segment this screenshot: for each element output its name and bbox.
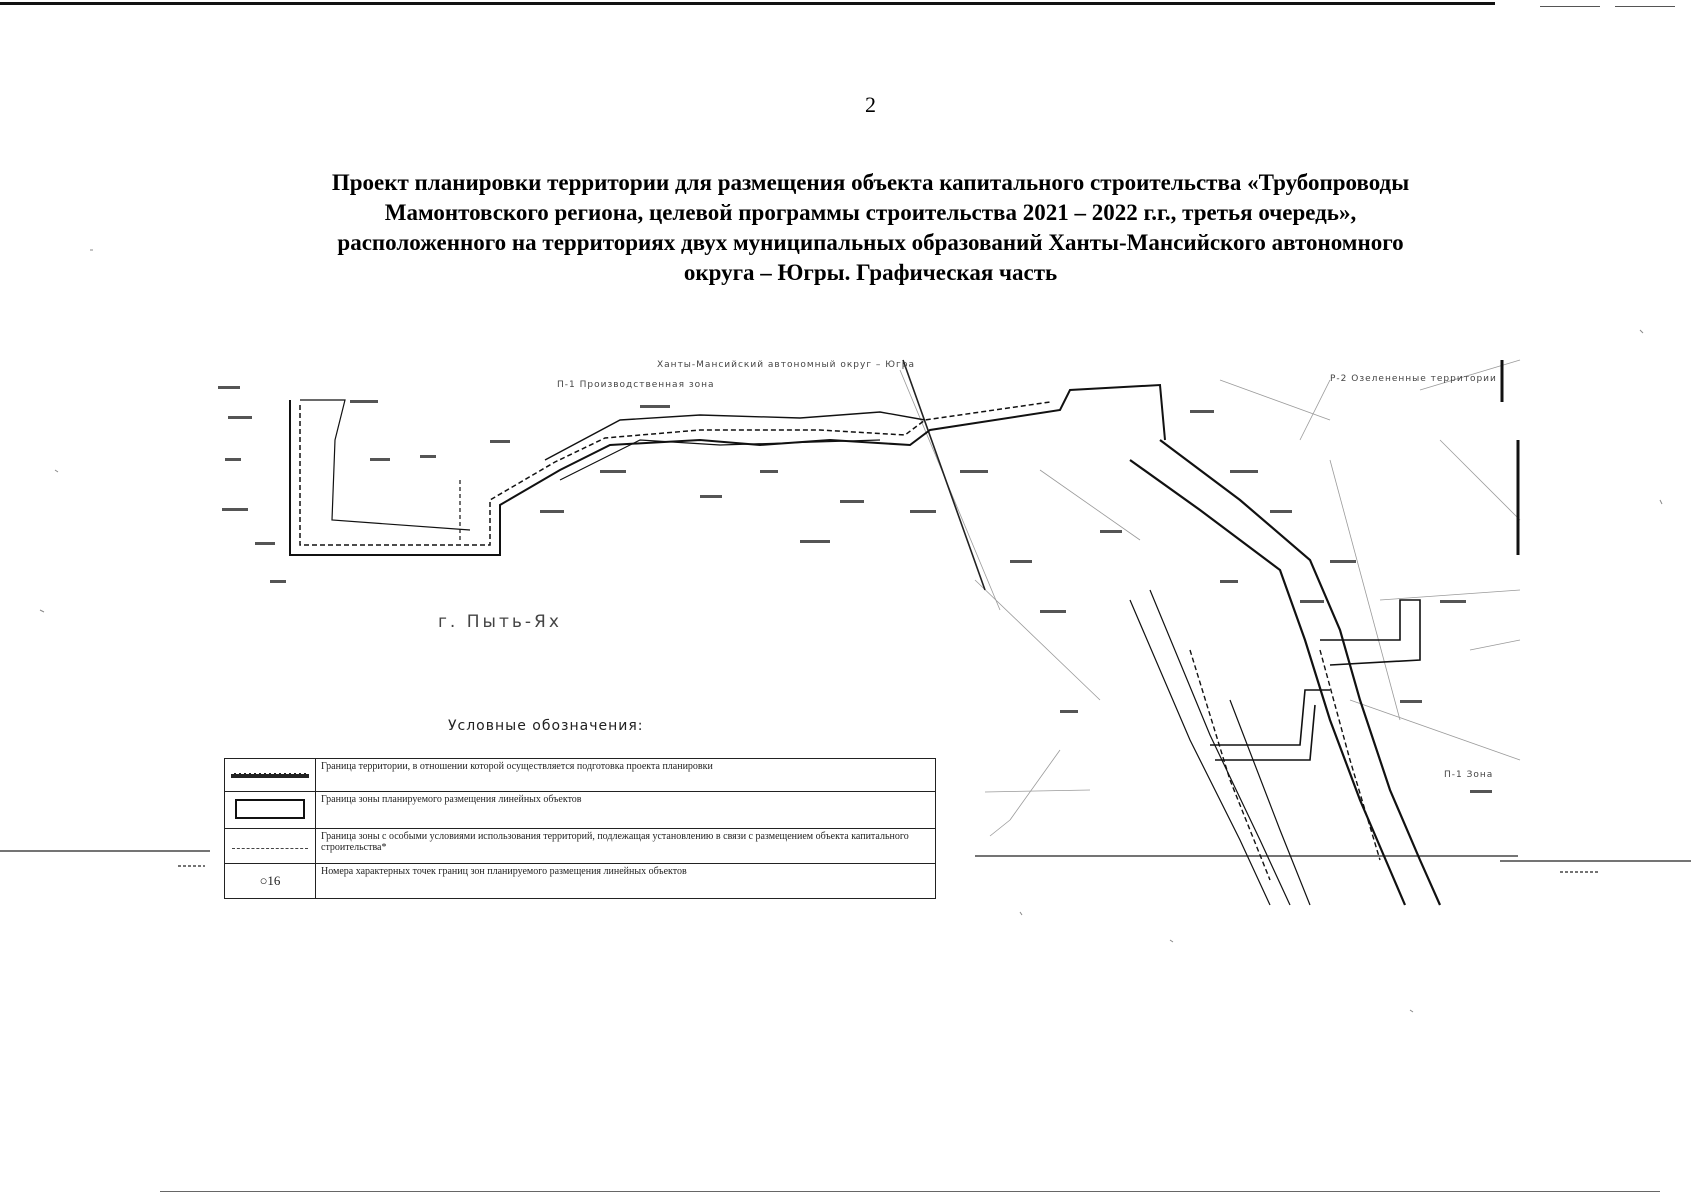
numbered-point-symbol: ○16 <box>259 873 281 888</box>
legend-title: Условные обозначения: <box>448 718 644 734</box>
legend-row: ○16 Номера характерных точек границ зон … <box>224 863 936 899</box>
title-line: расположенного на территориях двух муниц… <box>337 230 1404 255</box>
title-line: округа – Югры. Графическая часть <box>683 260 1058 285</box>
legend-text: Граница территории, в отношении которой … <box>315 758 936 792</box>
town-label: г. Пыть-Ях <box>438 612 562 632</box>
legend-row: Граница зоны планируемого размещения лин… <box>224 791 936 829</box>
scan-top-edge <box>0 2 1495 5</box>
legend-symbol <box>224 791 316 829</box>
scan-bottom-edge <box>160 1191 1660 1192</box>
scan-top-edge-dash <box>1540 6 1600 7</box>
map-background-lines <box>899 359 1521 837</box>
legend-row: Граница зоны с особыми условиями использ… <box>224 828 936 864</box>
map-zone-label: Р-2 Озелененные территории <box>1330 374 1497 384</box>
pipeline-corridor-right <box>1129 439 1442 906</box>
legend-symbol <box>224 828 316 864</box>
scan-top-edge-dash <box>1615 6 1675 7</box>
zone-rectangle-symbol <box>235 798 305 819</box>
legend-text: Граница зоны планируемого размещения лин… <box>315 791 936 829</box>
sheet-edge-marks <box>1500 360 1520 555</box>
legend-row: Граница территории, в отношении которой … <box>224 758 936 792</box>
page-number: 2 <box>865 92 876 117</box>
legend-symbol: ○16 <box>224 863 316 899</box>
legend-text: Граница зоны с особыми условиями использ… <box>315 828 936 864</box>
legend-symbol <box>224 758 316 792</box>
sheet-cut-lines <box>0 850 1691 873</box>
map-region-label: Ханты-Мансийский автономный округ – Югра <box>657 360 915 370</box>
dashed-line-symbol <box>232 847 308 849</box>
road-line <box>902 359 986 591</box>
scan-noise <box>39 249 1663 1013</box>
title-line: Мамонтовского региона, целевой программы… <box>384 200 1357 225</box>
legend-table: Граница территории, в отношении которой … <box>224 758 936 899</box>
map-zone-label: П-1 Зона <box>1444 770 1494 780</box>
boundary-line-symbol <box>231 772 309 778</box>
map-zone-label: П-1 Производственная зона <box>557 380 715 390</box>
title-line: Проект планировки территории для размеще… <box>331 170 1410 195</box>
pipeline-corridor <box>289 383 1166 556</box>
document-title: Проект планировки территории для размеще… <box>220 168 1521 288</box>
map-annotations <box>218 386 1492 793</box>
legend-text: Номера характерных точек границ зон план… <box>315 863 936 899</box>
